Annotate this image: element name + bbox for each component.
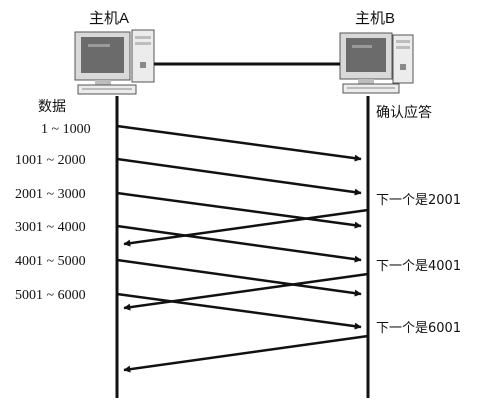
segment-label: 3001 ~ 4000 [15,220,86,235]
segment-label: 4001 ~ 5000 [15,254,86,269]
segment-label: 5001 ~ 6000 [15,288,86,303]
segment-arrow [116,224,362,263]
segment-arrow [116,258,362,297]
segment-label: 1 ~ 1000 [41,122,91,137]
segment-label: 1001 ~ 2000 [15,153,86,168]
host-b-label: 主机B [355,10,396,27]
segment-label: 2001 ~ 3000 [15,187,86,202]
ack-arrow [123,334,369,373]
ack-label: 下一个是4001 [376,259,462,274]
host-a-label: 主机A [89,10,130,27]
ack-header: 确认应答 [376,105,432,121]
segment-arrow [116,157,362,196]
ack-arrow [123,208,369,247]
computer-icon [339,32,414,94]
ack-label: 下一个是2001 [376,193,462,208]
segment-arrow [116,124,362,162]
ack-arrow [123,272,369,311]
ack-label: 下一个是6001 [376,321,462,336]
data-header: 数据 [38,99,66,115]
segment-arrow [116,292,362,330]
computer-icon [74,29,155,95]
segment-arrow [116,191,362,229]
